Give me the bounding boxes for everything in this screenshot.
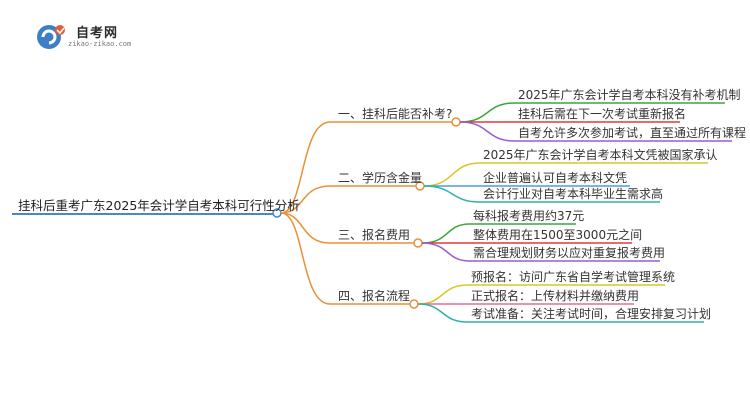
- branch-3-node: [413, 238, 423, 248]
- leaf-4-1: 预报名：访问广东省自学考试管理系统: [471, 270, 676, 284]
- leaf-1-3-connector: [459, 121, 732, 142]
- root-topic: 挂科后重考广东2025年会计学自考本科可行性分析: [18, 198, 300, 213]
- branch-1-label: 一、挂科后能否补考?: [338, 107, 453, 121]
- leaf-2-3-connector: [423, 185, 660, 203]
- leaf-4-3-connector: [417, 303, 704, 323]
- leaf-1-1: 2025年广东会计学自考本科没有补考机制: [518, 88, 741, 102]
- leaf-4-2: 正式报名：上传材料并缴纳费用: [471, 289, 640, 303]
- leaf-3-3: 需合理规划财务以应对重复报考费用: [473, 246, 666, 260]
- leaf-1-3: 自考允许多次参加考试，直至通过所有课程: [518, 126, 747, 140]
- root-to-branch-4: [280, 212, 331, 305]
- root-to-branch-1: [280, 121, 331, 214]
- branch-1-node: [451, 117, 461, 127]
- leaf-3-3-connector: [421, 242, 660, 262]
- leaf-3-1: 每科报考费用约37元: [473, 209, 585, 223]
- site-logo[interactable]: 自考网 zikao-zikao.com: [34, 20, 144, 60]
- leaf-4-3: 考试准备：关注考试时间，合理安排复习计划: [471, 307, 712, 321]
- logo-icon: [37, 25, 65, 49]
- leaf-3-2: 整体费用在1500至3000元之间: [473, 228, 643, 242]
- root-to-branch-2: [280, 185, 331, 214]
- leaf-2-1-connector: [423, 162, 708, 187]
- site-name: 自考网: [76, 26, 119, 41]
- site-url: zikao-zikao.com: [68, 40, 132, 48]
- leaf-2-1: 2025年广东会计学自考本科文凭被国家承认: [483, 148, 718, 162]
- branch-2-label: 二、学历含金量: [338, 171, 423, 185]
- branch-4-node: [409, 299, 419, 309]
- leaf-1-2: 挂科后需在下一次考试重新报名: [518, 107, 687, 121]
- leaf-2-3: 会计行业对自考本科毕业生需求高: [483, 187, 664, 201]
- leaf-2-2: 企业普遍认可自考本科文凭: [483, 171, 628, 185]
- branch-4-label: 四、报名流程: [338, 289, 411, 303]
- root-to-branch-3: [280, 212, 331, 244]
- branch-3-label: 三、报名费用: [338, 228, 411, 242]
